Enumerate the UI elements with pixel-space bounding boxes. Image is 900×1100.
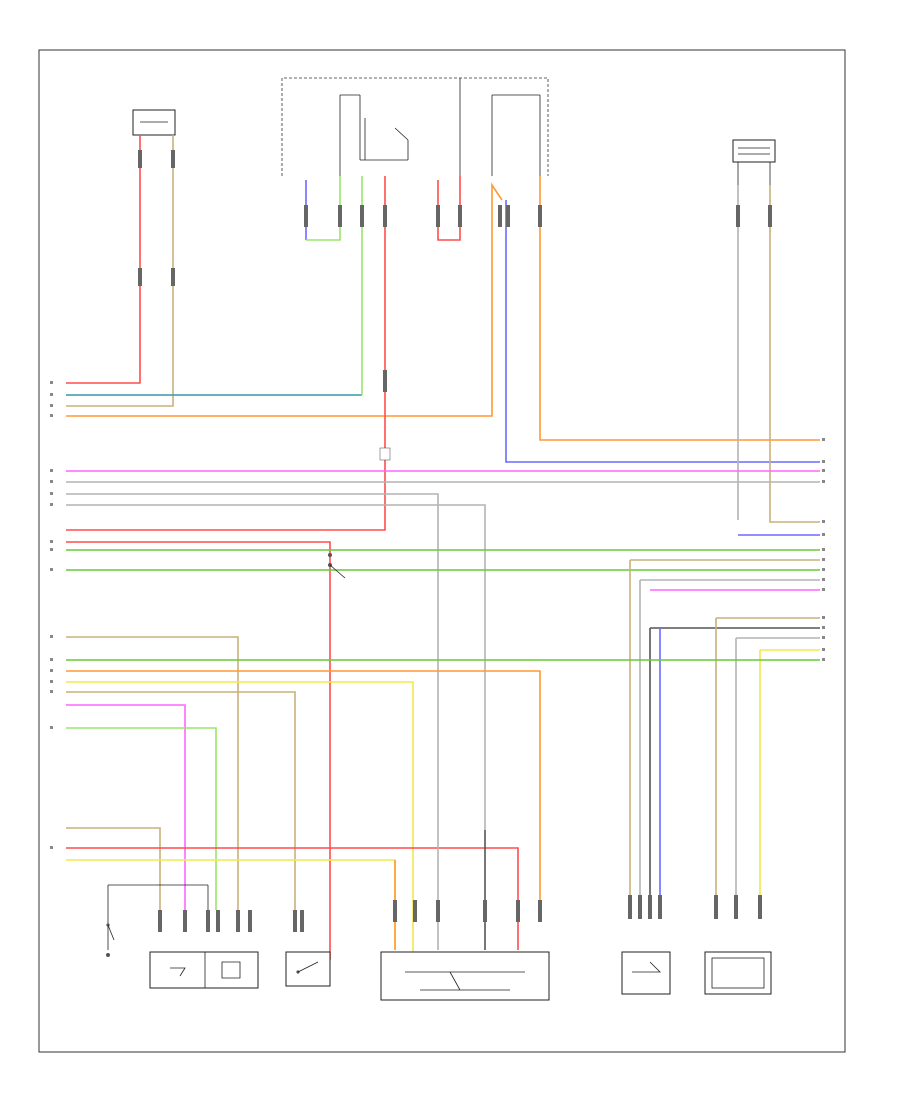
wire-red-2 [66, 541, 331, 960]
wire-red-ll [66, 847, 519, 950]
top-left-sensor-label [122, 76, 186, 104]
right-sensor-1 [621, 895, 671, 995]
right-sensor-2 [704, 895, 772, 995]
wire-gray-bus-3 [66, 504, 486, 830]
top-left-sensor [122, 76, 186, 136]
wire-lgreen-ll [66, 727, 217, 910]
wire-tan-1 [66, 135, 174, 407]
wire-green-loop [306, 176, 341, 241]
wire-blue-1 [505, 200, 820, 463]
brake-switch [285, 910, 331, 987]
right-pin-column [822, 438, 825, 661]
splice-marker-top [379, 447, 391, 461]
wire-orange-1 [66, 182, 503, 417]
wire-red-loop [437, 176, 461, 241]
wire-orange-2 [539, 176, 820, 441]
wire-orange-ll [66, 670, 541, 900]
wire-yellow-ll [66, 681, 414, 960]
left-pin-column [50, 381, 53, 849]
center-switch-label [332, 592, 412, 620]
bottom-switch-far-left [106, 884, 209, 957]
module-left [149, 910, 259, 989]
wire-pink-ll [66, 704, 186, 910]
wire-tan-ll1 [66, 636, 239, 910]
wire-gray-bus-2 [66, 493, 439, 830]
wire-tan-ll2 [66, 691, 296, 910]
top-right-sensor [732, 139, 776, 185]
diagram-frame [38, 49, 846, 1053]
pedal-position-sensor [380, 860, 550, 1001]
connector-stubs [138, 150, 772, 392]
wire-tan-tr [769, 185, 820, 523]
wire-red-1 [66, 135, 141, 384]
center-switch [328, 553, 412, 620]
wire-yellow-ll2 [66, 859, 396, 950]
wire-red-main [66, 176, 386, 531]
fuse-relay-box [281, 77, 549, 176]
wire-tan-ll3 [66, 827, 161, 910]
